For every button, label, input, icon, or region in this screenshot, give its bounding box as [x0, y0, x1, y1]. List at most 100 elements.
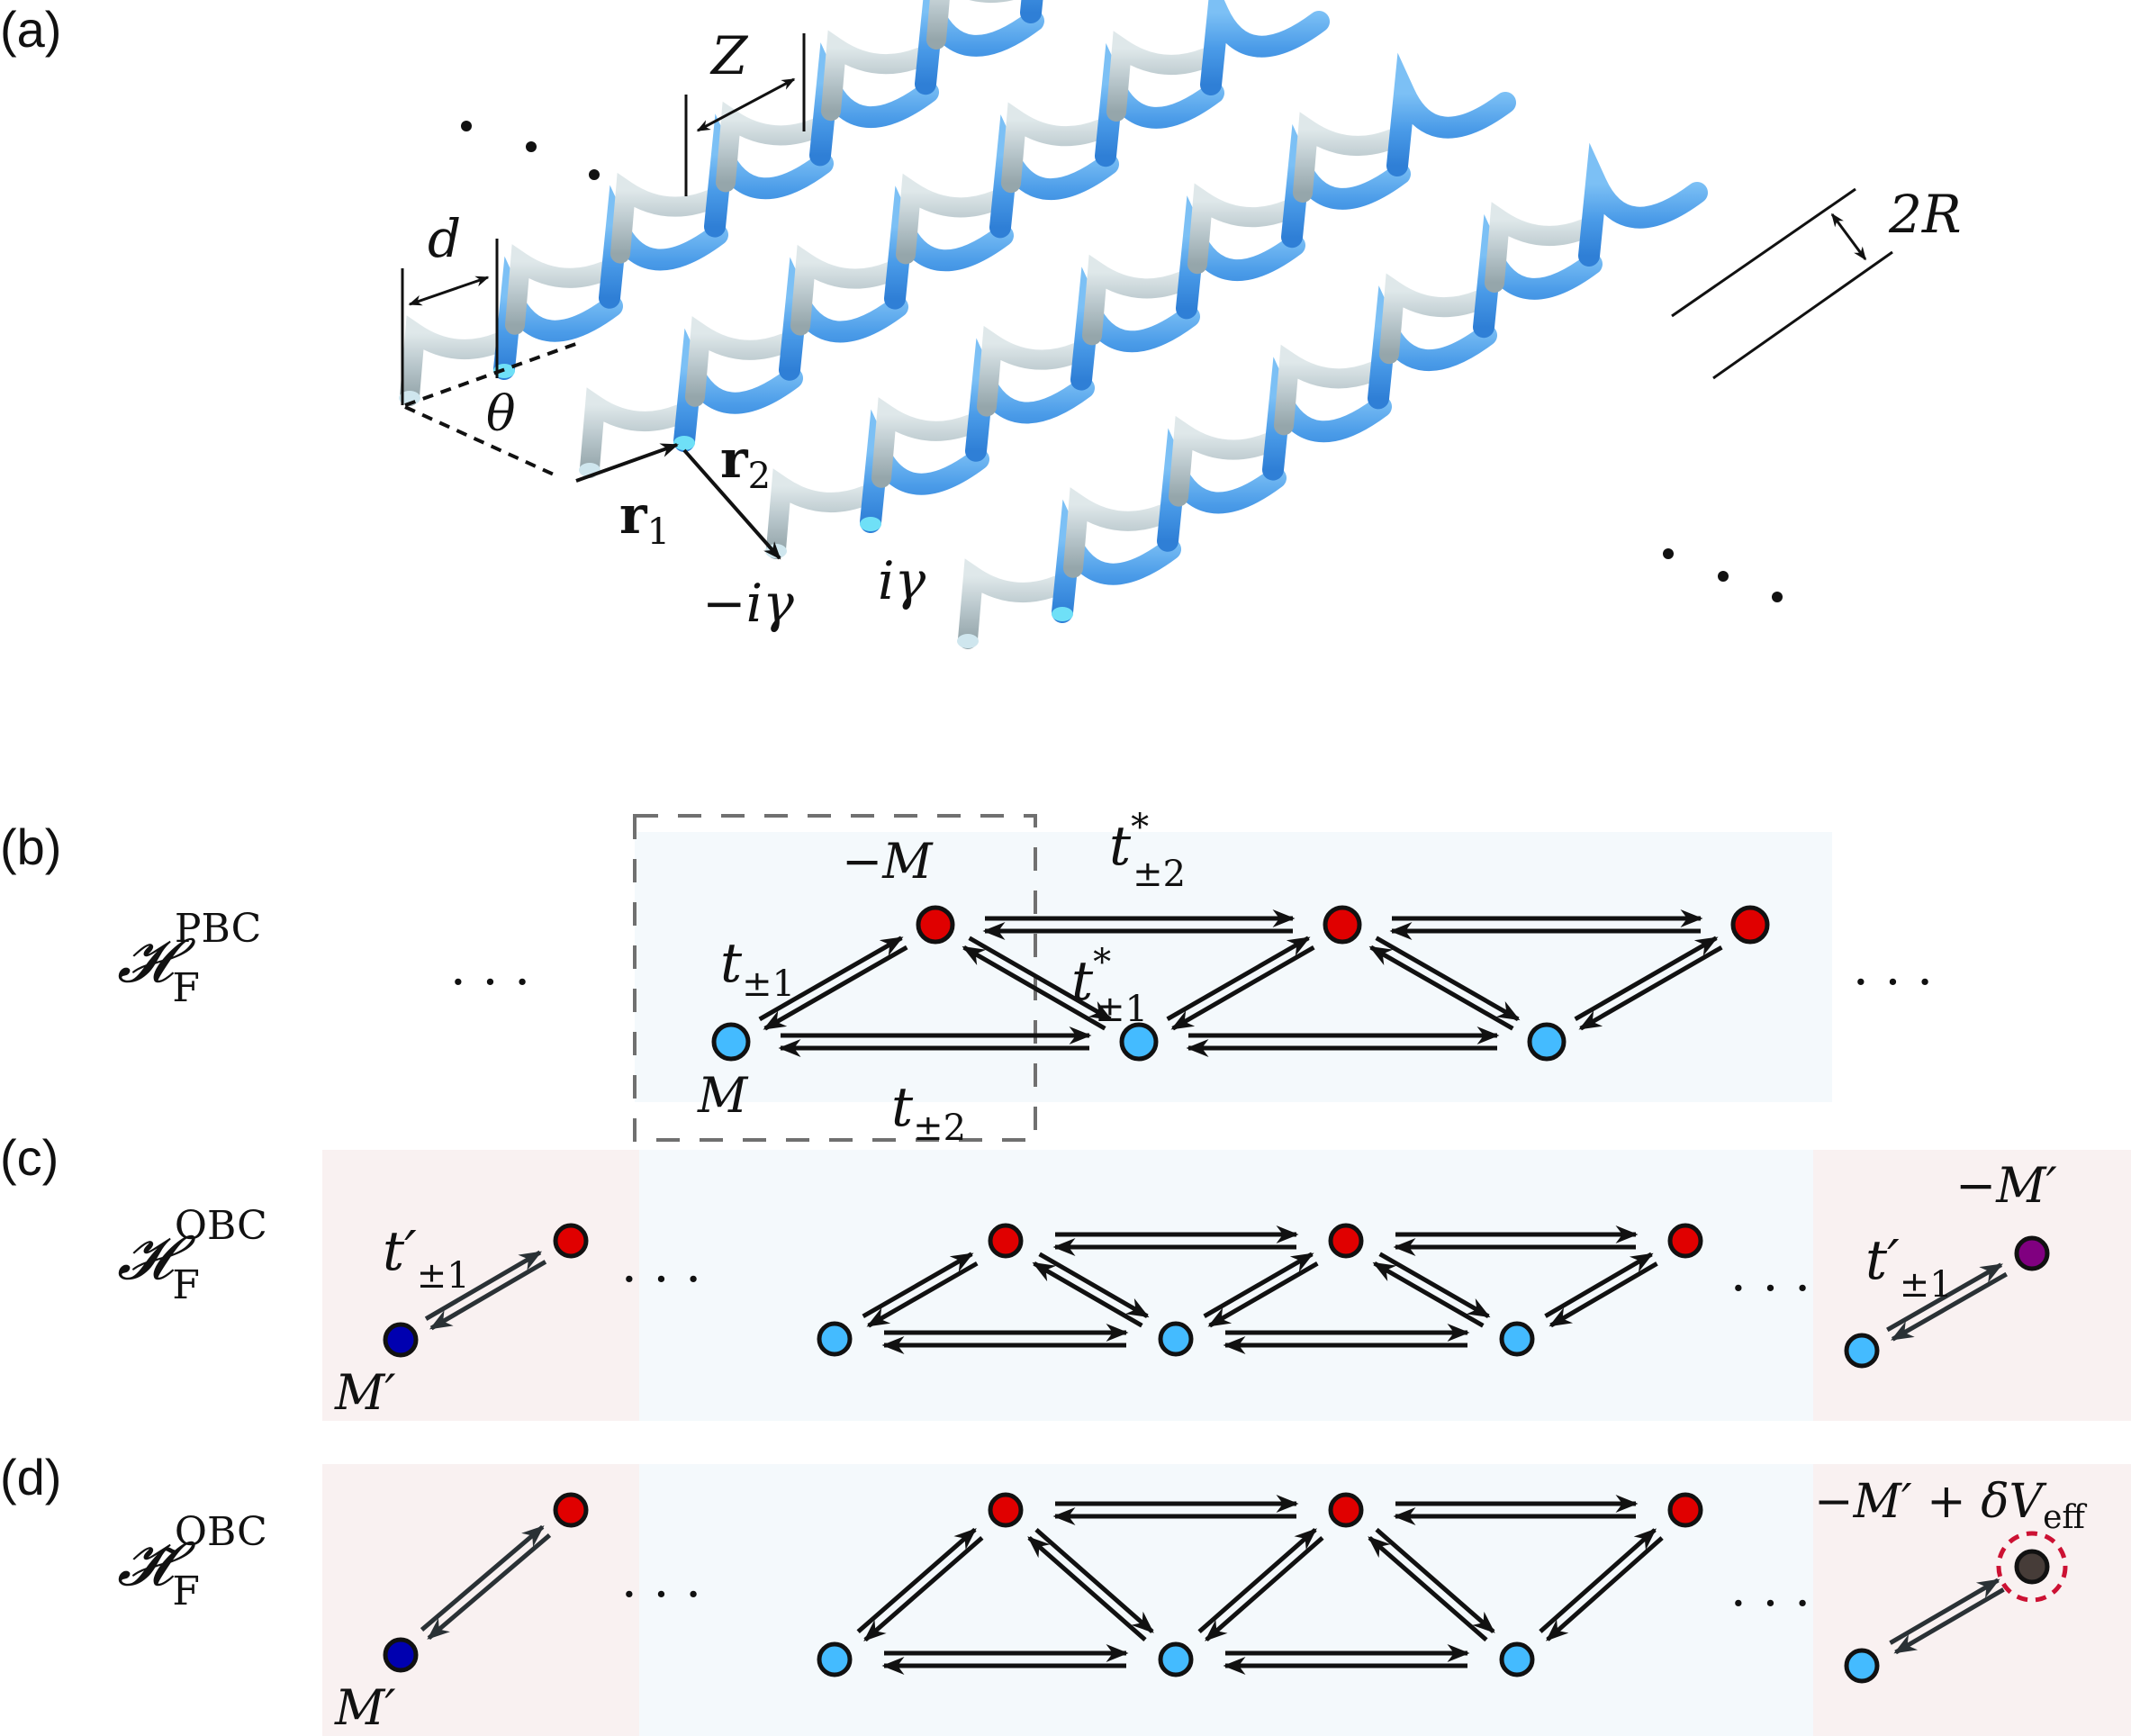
- loss-helix-segment: [1063, 487, 1173, 578]
- ellipsis-top-left: [461, 121, 600, 180]
- hopping-pair: [1186, 1026, 1500, 1057]
- hopping-links: [420, 1495, 2005, 1675]
- hopping-arrow-backward: [1893, 1587, 2005, 1655]
- loss-site: [817, 1321, 853, 1357]
- label-r1: r1: [619, 484, 670, 553]
- hopping-pair: [1372, 1252, 1491, 1328]
- panel-label-d: (d): [0, 1449, 61, 1505]
- gain-helix-segment: [1020, 0, 1043, 23]
- bulk-background: [635, 832, 1832, 1102]
- label-i-gamma: iγ: [878, 550, 926, 611]
- hopping-arrow-backward: [1027, 1536, 1147, 1641]
- hopping-arrow-forward: [424, 1250, 543, 1321]
- hopping-pair: [1027, 1528, 1154, 1641]
- edge-loss-site: [383, 1637, 419, 1673]
- edge-gain-site: [2014, 1235, 2050, 1271]
- loss-site: [1499, 1641, 1535, 1677]
- loss-site: [1158, 1321, 1194, 1357]
- hopping-pair: [420, 1524, 552, 1641]
- hopping-arrow-backward: [1368, 945, 1514, 1031]
- loss-helix-segment: [790, 244, 900, 336]
- hopping-pair: [862, 1252, 979, 1328]
- panel-label-a: (a): [0, 1, 61, 58]
- loss-helix-segment: [766, 468, 876, 559]
- hopping-pair: [856, 1527, 984, 1642]
- loss-helix-segment: [1274, 344, 1384, 436]
- panel-b-pbc-lattice: 𝓗FPBC · · · · · · −M M t±1 t±2 t*±1 t*±2: [117, 807, 1933, 1149]
- hopping-pair: [1166, 936, 1315, 1031]
- hopping-arrow-backward: [863, 1535, 984, 1642]
- gain-helix-segment: [1200, 0, 1330, 95]
- hopping-pair: [881, 1644, 1129, 1675]
- hopping-pair: [1889, 1578, 2005, 1655]
- hopping-arrow-forward: [1197, 1528, 1317, 1633]
- lattice-sites: [383, 1223, 2050, 1369]
- hopping-pair: [1368, 936, 1521, 1031]
- label-M-prime: M′: [334, 1679, 396, 1736]
- edge-loss-site: [383, 1322, 419, 1358]
- gain-helix-end-cap: [673, 436, 695, 450]
- hopping-arrow-backward: [1891, 1271, 2008, 1342]
- loss-helix-segment: [821, 30, 931, 122]
- loss-helix-segment: [958, 558, 1068, 649]
- hopping-links: [424, 1225, 2008, 1354]
- hopping-pair: [1032, 1252, 1150, 1328]
- dimension-2R: 2R: [1671, 184, 1962, 380]
- hopping-arrow-forward: [1038, 1252, 1150, 1318]
- hopping-arrow-forward: [1203, 1252, 1314, 1318]
- hopping-arrow-backward: [866, 1261, 979, 1328]
- hopping-arrow-forward: [1378, 1252, 1491, 1319]
- lattice-sites: [711, 905, 1770, 1062]
- hopping-arrow-forward: [1886, 1262, 2003, 1333]
- helix-row: [957, 142, 1708, 649]
- hopping-pair: [1052, 1225, 1299, 1256]
- hopping-arrow-backward: [1368, 1535, 1488, 1642]
- hopping-pair: [1389, 909, 1703, 940]
- hopping-arrow-forward: [862, 1252, 974, 1319]
- hopping-arrow-backward: [1372, 1261, 1485, 1328]
- label-theta: θ: [486, 385, 516, 442]
- hopping-arrow-backward: [1546, 1536, 1664, 1641]
- ellipsis-left: · · ·: [621, 1251, 701, 1309]
- lattice-sites: [383, 1492, 2068, 1684]
- ellipsis-bottom-right: [1663, 548, 1783, 602]
- helix-array: [399, 0, 1708, 649]
- ellipsis-left: · · ·: [450, 954, 530, 1012]
- loss-helix-segment: [1187, 183, 1297, 275]
- label-t-pm2: t±2: [891, 1076, 966, 1149]
- panel-a-helix-array: d θ Z 2R r1 r2 −iγ iγ: [399, 0, 1962, 649]
- loss-site: [1844, 1333, 1880, 1369]
- hopping-arrow-backward: [763, 945, 908, 1031]
- hopping-arrow-backward: [427, 1533, 552, 1641]
- hopping-pair: [758, 936, 908, 1031]
- panel-c-obc-lattice: 𝓗FOBC · · · · · · M′ −M′ t′±1 t′±1: [117, 1150, 2131, 1421]
- hopping-pair: [1368, 1527, 1495, 1642]
- gain-helix-end-cap: [860, 517, 881, 531]
- gain-helix-segment: [1578, 142, 1708, 267]
- gain-site: [916, 905, 955, 945]
- bulk-background: [639, 1150, 1813, 1421]
- panel-label-b: (b): [0, 818, 61, 875]
- hopping-arrow-backward: [429, 1260, 547, 1331]
- edge-potential-highlight-ring: [1996, 1531, 2068, 1603]
- hopping-arrow-backward: [1170, 945, 1315, 1031]
- loss-helix-segment: [896, 173, 1006, 265]
- dimension-d: d: [401, 208, 499, 405]
- lattice-vectors: r1 r2 −iγ iγ: [575, 429, 926, 634]
- label-M: M: [697, 1067, 749, 1124]
- label-minus-M-prime: −M′: [1955, 1157, 2057, 1214]
- hopping-arrow-forward: [1544, 1252, 1654, 1318]
- loss-site: [1844, 1648, 1880, 1684]
- dimension-Z: Z: [684, 25, 806, 196]
- loss-site: [1499, 1321, 1535, 1357]
- label-t-prime-left: t′±1: [383, 1220, 470, 1297]
- loss-helix-segment: [1106, 31, 1216, 122]
- loss-helix-segment: [1169, 415, 1278, 507]
- hopping-pair: [1539, 1528, 1664, 1641]
- hamiltonian-obc-tilde: 𝓗̃FOBC: [117, 1509, 267, 1614]
- hopping-pair: [1203, 1252, 1319, 1328]
- ellipsis-right: · · ·: [1730, 1260, 1810, 1318]
- ellipsis-right: · · ·: [1730, 1575, 1810, 1633]
- loss-helix-segment: [400, 315, 510, 406]
